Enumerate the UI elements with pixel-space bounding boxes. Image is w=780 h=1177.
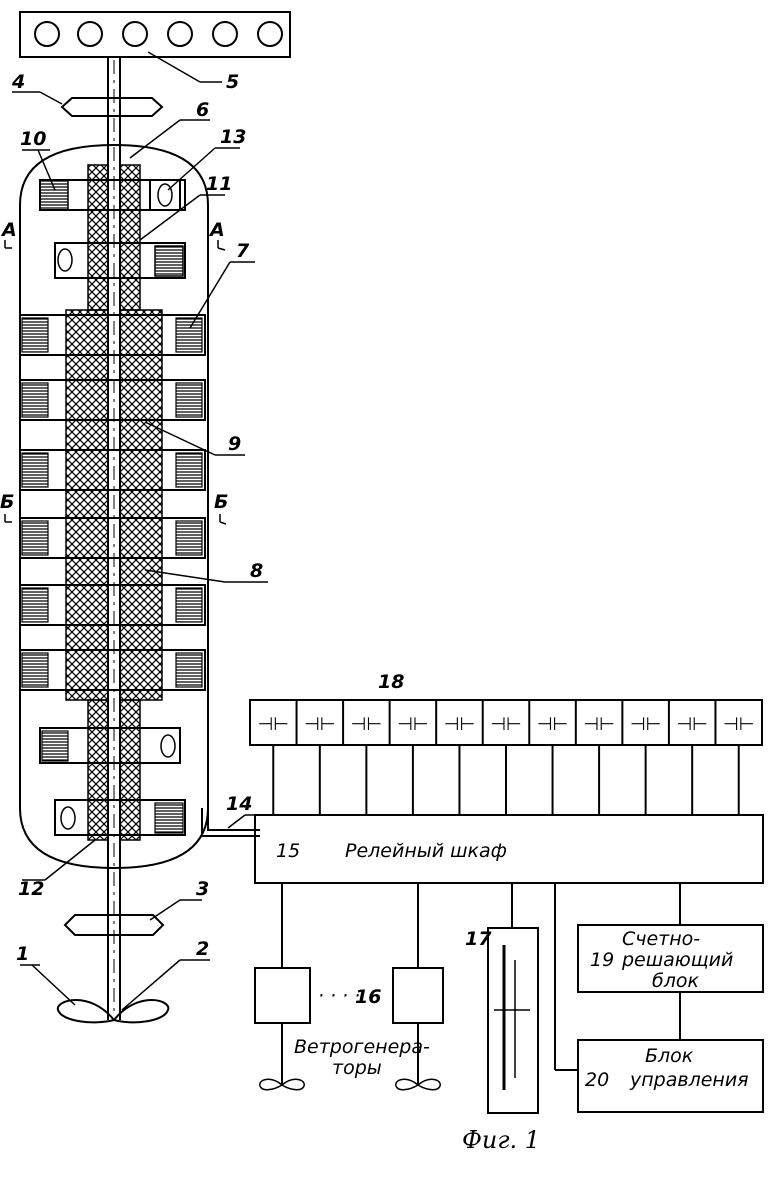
relay-cabinet xyxy=(255,815,763,883)
figure-caption: Фиг. 1 xyxy=(462,1126,540,1154)
computing-block-line2: решающий xyxy=(621,949,733,971)
wind-generator-1 xyxy=(255,968,310,1090)
capacitor-symbol: ⊣⊢ xyxy=(630,714,661,735)
relay-cabinet-label: Релейный шкаф xyxy=(345,840,507,862)
label-5: 5 xyxy=(226,71,239,93)
upper-bearing xyxy=(62,98,162,116)
section-a-right: А xyxy=(208,219,225,241)
capacitor-symbol: ⊣⊢ xyxy=(397,714,428,735)
shaft xyxy=(108,57,120,1020)
capacitor-symbol: ⊣⊢ xyxy=(537,714,568,735)
label-1: 1 xyxy=(16,943,29,965)
section-a-left: А xyxy=(0,219,17,241)
capacitor-symbol: ⊣⊢ xyxy=(583,714,614,735)
capacitor-symbol: ⊣⊢ xyxy=(258,714,289,735)
wind-generators-line1: Ветрогенера- xyxy=(294,1036,430,1058)
label-6: 6 xyxy=(196,99,209,121)
label-13: 13 xyxy=(220,126,246,148)
computing-block-number: 19 xyxy=(590,949,614,971)
control-block-line2: управления xyxy=(629,1069,749,1091)
capacitor-symbol: ⊣⊢ xyxy=(490,714,521,735)
indicator-17 xyxy=(488,928,538,1113)
relay-cabinet-number: 15 xyxy=(276,840,300,862)
label-9: 9 xyxy=(228,433,241,455)
label-12: 12 xyxy=(18,878,44,900)
capacitor-symbol: ⊣⊢ xyxy=(444,714,475,735)
label-2: 2 xyxy=(196,938,209,960)
capacitor-symbol: ⊣⊢ xyxy=(677,714,708,735)
rotor-units-large xyxy=(20,315,205,690)
section-b-left: Б xyxy=(0,491,14,513)
wind-generator-2 xyxy=(393,968,443,1090)
label-17: 17 xyxy=(465,928,492,950)
capacitor-symbol: ⊣⊢ xyxy=(723,714,754,735)
rotor-unit-bottom-1 xyxy=(40,728,180,763)
label-8: 8 xyxy=(250,560,263,582)
capacitor-symbol: ⊣⊢ xyxy=(351,714,382,735)
wind-generators-line2: торы xyxy=(332,1057,382,1079)
propeller xyxy=(58,1000,169,1022)
control-block-number: 20 xyxy=(585,1069,609,1091)
capacitor-symbol: ⊣⊢ xyxy=(304,714,335,735)
control-block-line1: Блок xyxy=(645,1045,694,1067)
label-10: 10 xyxy=(20,128,46,150)
top-panel xyxy=(20,12,290,57)
rotor-unit-top-1 xyxy=(40,180,185,210)
label-14: 14 xyxy=(226,793,252,815)
label-7: 7 xyxy=(236,240,250,262)
computing-block-line3: блок xyxy=(652,970,699,992)
section-b-right: Б xyxy=(214,491,228,513)
wind-generators-dots: · · · · xyxy=(318,985,360,1007)
label-4: 4 xyxy=(11,71,25,93)
capacitor-cells: ⊣⊢ ⊣⊢ ⊣⊢ ⊣⊢ ⊣⊢ ⊣⊢ ⊣⊢ ⊣⊢ ⊣⊢ ⊣⊢ ⊣⊢ xyxy=(258,700,755,815)
computing-block-line1: Счетно- xyxy=(622,928,700,950)
label-11: 11 xyxy=(206,173,232,195)
label-3: 3 xyxy=(196,878,209,900)
label-18: 18 xyxy=(378,671,404,693)
